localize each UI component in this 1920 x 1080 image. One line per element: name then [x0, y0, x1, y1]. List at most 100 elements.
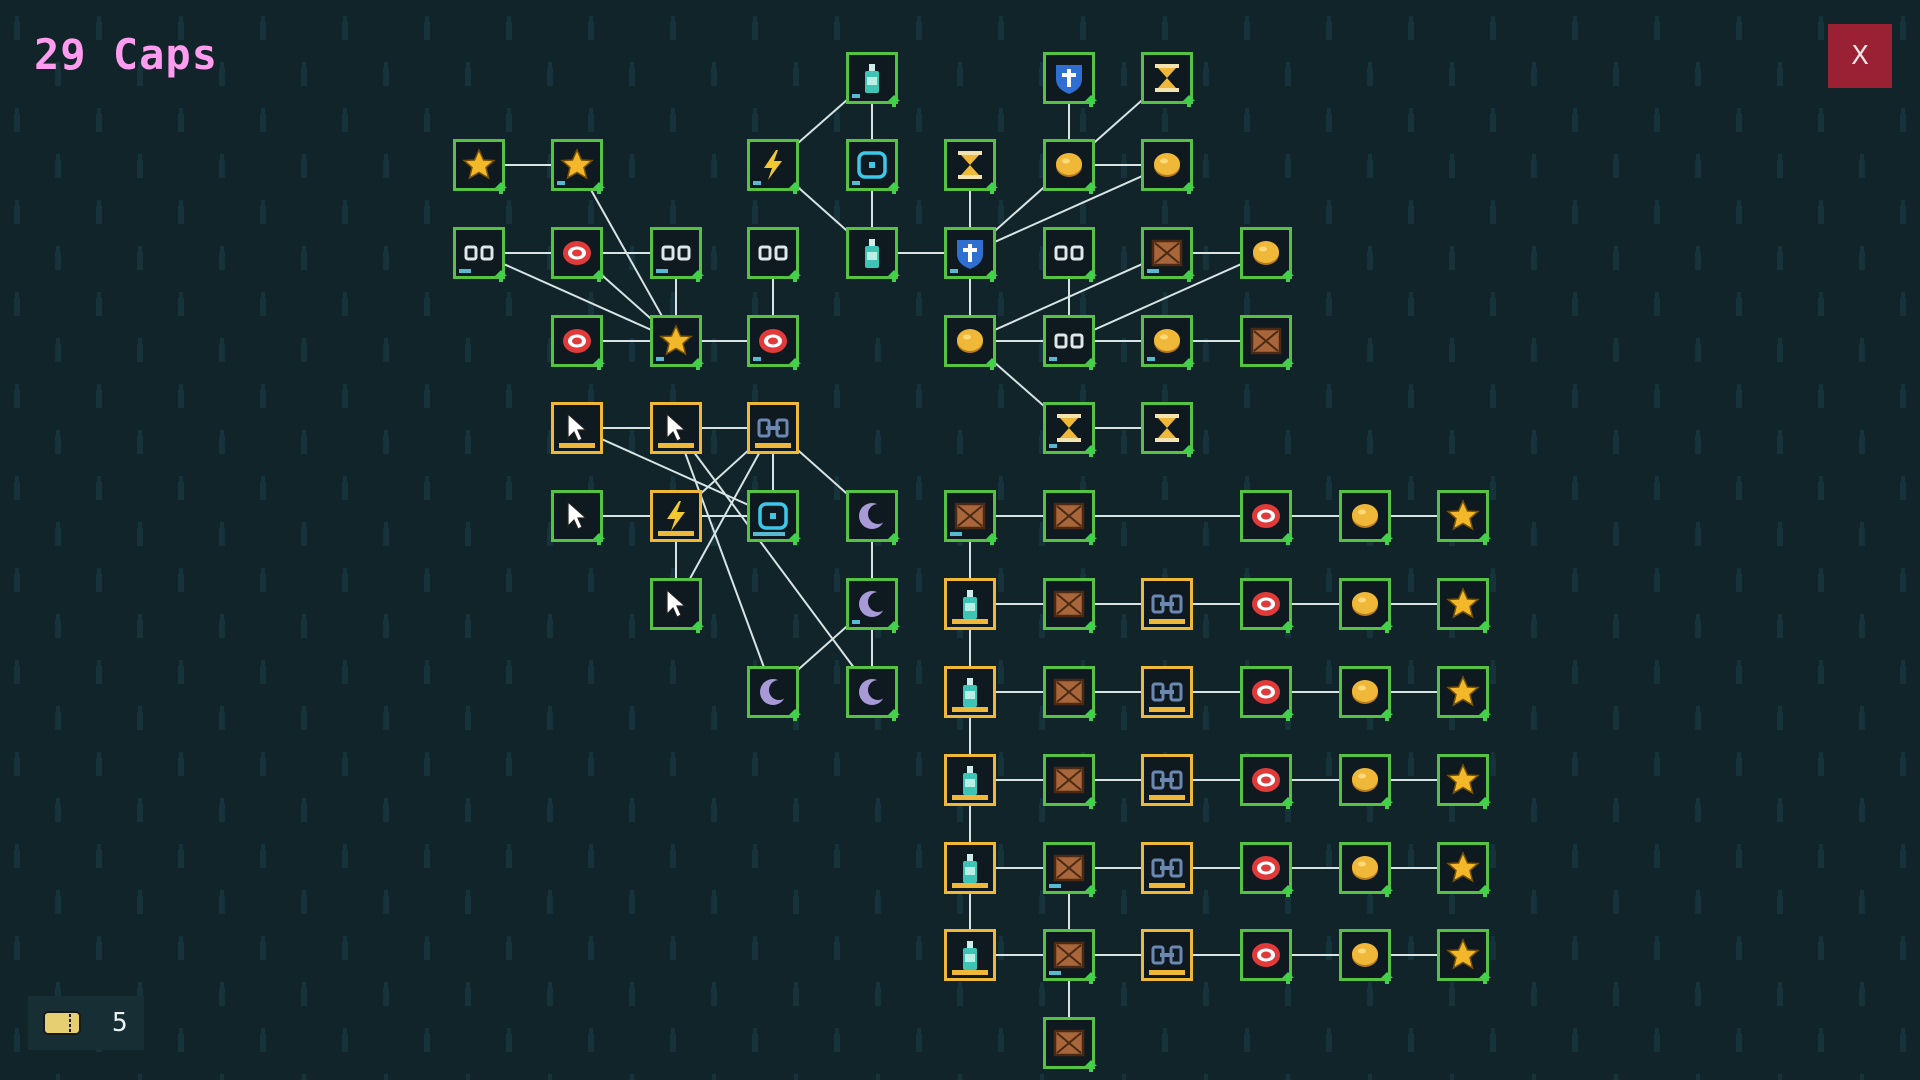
skill-node-target[interactable]	[747, 490, 801, 545]
skill-node-coin[interactable]	[1339, 578, 1393, 633]
skill-node-cursor[interactable]	[551, 402, 603, 454]
skill-node-star[interactable]	[1437, 578, 1491, 633]
hourglass-icon	[1155, 64, 1179, 92]
skill-node-coin[interactable]	[1339, 666, 1393, 721]
skill-node-ring[interactable]	[1240, 842, 1294, 897]
progress-bar	[1049, 971, 1061, 975]
skill-node-coin[interactable]	[1339, 842, 1393, 897]
skill-node-chain[interactable]	[1141, 578, 1193, 630]
connector-line	[969, 164, 1168, 254]
coin-icon	[1154, 153, 1180, 177]
skill-node-ring[interactable]	[551, 227, 605, 282]
bottle-icon	[963, 678, 977, 707]
upgrade-arrow-icon	[1282, 621, 1294, 633]
skill-node-star[interactable]	[551, 139, 605, 194]
skill-node-crate[interactable]	[1043, 929, 1097, 984]
upgrade-arrow-icon	[593, 270, 605, 282]
skill-node-infinity[interactable]	[1043, 227, 1097, 282]
star-icon	[1446, 763, 1480, 795]
skill-node-shield[interactable]	[1043, 52, 1097, 107]
skill-node-ring[interactable]	[1240, 929, 1294, 984]
skill-node-shield[interactable]	[944, 227, 998, 282]
selected-indicator	[1149, 970, 1185, 975]
skill-node-cursor[interactable]	[551, 490, 605, 545]
skill-node-star[interactable]	[1437, 490, 1491, 545]
upgrade-arrow-icon	[593, 358, 605, 370]
skill-node-ring[interactable]	[1240, 578, 1294, 633]
skill-node-infinity[interactable]	[650, 227, 704, 282]
skill-node-chain[interactable]	[1141, 666, 1193, 718]
skill-node-star[interactable]	[1437, 754, 1491, 809]
skill-node-bottle[interactable]	[944, 842, 996, 894]
crate-icon	[954, 502, 986, 530]
skill-node-ring[interactable]	[551, 315, 605, 370]
skill-node-star[interactable]	[1437, 842, 1491, 897]
skill-node-cursor[interactable]	[650, 402, 702, 454]
shield-icon	[957, 240, 983, 269]
skill-node-ring[interactable]	[747, 315, 801, 370]
skill-node-ring[interactable]	[1240, 490, 1294, 545]
skill-node-chain[interactable]	[1141, 929, 1193, 981]
star-icon	[1446, 587, 1480, 619]
skill-node-bottle[interactable]	[944, 929, 996, 981]
skill-node-hourglass[interactable]	[1141, 402, 1195, 457]
skill-node-star[interactable]	[1437, 929, 1491, 984]
upgrade-arrow-icon	[495, 182, 507, 194]
skill-node-chain[interactable]	[1141, 754, 1193, 806]
skill-node-crate[interactable]	[1141, 227, 1195, 282]
upgrade-arrow-icon	[1282, 358, 1294, 370]
skill-node-crate[interactable]	[1043, 578, 1097, 633]
skill-node-coin[interactable]	[1240, 227, 1294, 282]
skill-node-crate[interactable]	[1043, 1017, 1097, 1072]
skill-node-star[interactable]	[1437, 666, 1491, 721]
skill-node-star[interactable]	[453, 139, 507, 194]
skill-node-hourglass[interactable]	[1141, 52, 1195, 107]
skill-node-cursor[interactable]	[650, 578, 704, 633]
skill-node-coin[interactable]	[1043, 139, 1097, 194]
skill-node-coin[interactable]	[944, 315, 998, 370]
crate-icon	[1053, 1029, 1085, 1057]
upgrade-arrow-icon	[1282, 972, 1294, 984]
skill-node-moon[interactable]	[846, 578, 900, 633]
skill-node-bottle[interactable]	[944, 666, 996, 718]
skill-node-crate[interactable]	[1043, 842, 1097, 897]
skill-node-infinity[interactable]	[453, 227, 507, 282]
skill-node-lightning[interactable]	[747, 139, 801, 194]
close-button[interactable]: X	[1828, 24, 1892, 88]
connector-line	[478, 252, 677, 342]
skill-node-ring[interactable]	[1240, 666, 1294, 721]
upgrade-arrow-icon	[1085, 885, 1097, 897]
skill-node-ring[interactable]	[1240, 754, 1294, 809]
tickets-count: 5	[112, 1008, 128, 1038]
skill-node-crate[interactable]	[1043, 666, 1097, 721]
skill-node-hourglass[interactable]	[1043, 402, 1097, 457]
skill-node-hourglass[interactable]	[944, 139, 998, 194]
skill-node-moon[interactable]	[846, 490, 900, 545]
skill-node-infinity[interactable]	[747, 227, 801, 282]
skill-node-coin[interactable]	[1339, 929, 1393, 984]
connector-line	[576, 427, 774, 517]
skill-node-coin[interactable]	[1141, 139, 1195, 194]
skill-node-crate[interactable]	[1043, 754, 1097, 809]
skill-node-bottle[interactable]	[846, 52, 900, 107]
skill-node-coin[interactable]	[1339, 754, 1393, 809]
skill-node-coin[interactable]	[1339, 490, 1393, 545]
coin-icon	[1352, 856, 1378, 880]
progress-bar	[852, 94, 860, 98]
skill-node-bottle[interactable]	[944, 754, 996, 806]
skill-node-bottle[interactable]	[846, 227, 900, 282]
skill-node-crate[interactable]	[1240, 315, 1294, 370]
skill-node-moon[interactable]	[747, 666, 801, 721]
skill-node-lightning[interactable]	[650, 490, 702, 542]
skill-node-coin[interactable]	[1141, 315, 1195, 370]
upgrade-arrow-icon	[1183, 270, 1195, 282]
skill-node-crate[interactable]	[944, 490, 998, 545]
skill-node-moon[interactable]	[846, 666, 900, 721]
skill-node-chain[interactable]	[747, 402, 799, 454]
skill-node-star[interactable]	[650, 315, 704, 370]
skill-node-chain[interactable]	[1141, 842, 1193, 894]
skill-node-bottle[interactable]	[944, 578, 996, 630]
skill-node-infinity[interactable]	[1043, 315, 1097, 370]
skill-node-crate[interactable]	[1043, 490, 1097, 545]
skill-node-target[interactable]	[846, 139, 900, 194]
